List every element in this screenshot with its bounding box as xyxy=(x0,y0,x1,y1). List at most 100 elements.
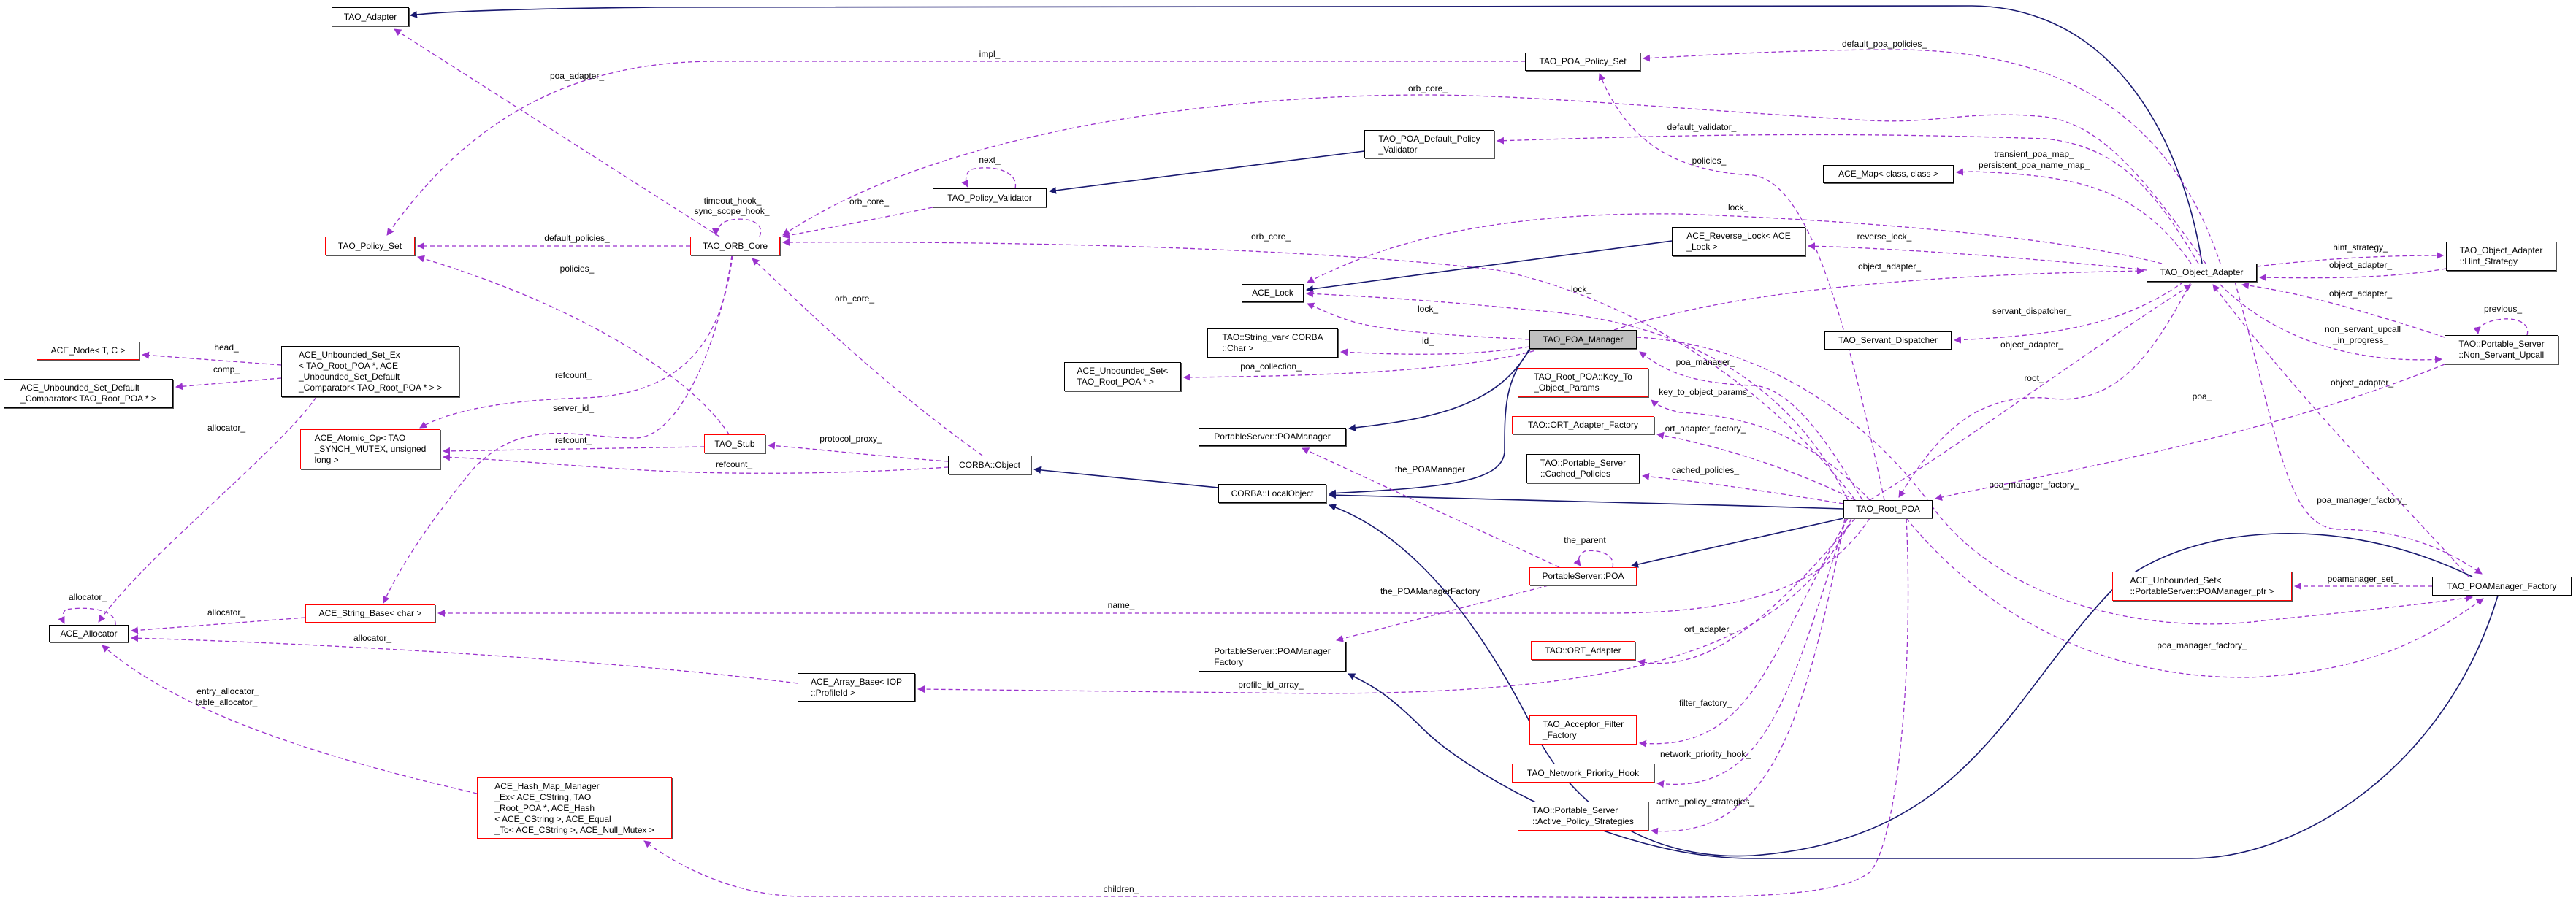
usage-edge-tao-object-adapter-to-tao-orb-core xyxy=(782,94,2206,264)
class-node-label: TAO_ORB_Core xyxy=(702,240,768,251)
edge-label: persistent_poa_name_map_ xyxy=(1979,160,2090,170)
edge-label: lock_ xyxy=(1418,304,1438,314)
class-node-corba-localobject[interactable]: CORBA::LocalObject xyxy=(1218,484,1326,503)
class-node-label: ACE_Hash_Map_Manager _Ex< ACE_CString, T… xyxy=(494,780,654,835)
edge-label: comp_ xyxy=(213,364,240,374)
class-node-tao-adapter[interactable]: TAO_Adapter xyxy=(332,7,409,26)
usage-edge-ace-array-base-to-ace-allocator xyxy=(131,634,798,684)
class-node-tao-poa-policy-set[interactable]: TAO_POA_Policy_Set xyxy=(1525,53,1640,71)
class-node-tao-orb-core[interactable]: TAO_ORB_Core xyxy=(690,237,780,255)
inheritance-edge-tao-poa-manager-to-portableserver-poamanager xyxy=(1348,348,1530,431)
edge-label: poamanager_set_ xyxy=(2328,574,2399,584)
edge-label: entry_allocator_ xyxy=(196,686,259,696)
edge-label: poa_adapter_ xyxy=(550,71,604,81)
class-node-tao-policy-set[interactable]: TAO_Policy_Set xyxy=(325,237,415,255)
class-node-tao-root-poa[interactable]: TAO_Root_POA xyxy=(1843,500,1933,518)
edge-label: refcount_ xyxy=(716,459,752,469)
class-node-ace-reverse-lock[interactable]: ACE_Reverse_Lock< ACE _Lock > xyxy=(1672,227,1805,256)
class-node-label: TAO::String_var< CORBA ::Char > xyxy=(1222,332,1323,353)
class-node-ace-map[interactable]: ACE_Map< class, class > xyxy=(1823,165,1954,183)
class-node-label: ACE_Allocator xyxy=(60,628,118,639)
usage-edge-tao-root-poa-to-ace-array-base xyxy=(917,518,1852,694)
usage-edge-tao-object-adapter-to-tao-root-poa xyxy=(1898,281,2192,498)
class-node-label: TAO_Policy_Set xyxy=(337,240,402,251)
edge-label: root_ xyxy=(2024,373,2044,383)
class-node-tao-stub[interactable]: TAO_Stub xyxy=(704,434,765,453)
class-node-ace-node[interactable]: ACE_Node< T, C > xyxy=(37,342,139,360)
class-node-ace-lock[interactable]: ACE_Lock xyxy=(1242,284,1304,302)
class-node-portableserver-poamanager[interactable]: PortableServer::POAManager xyxy=(1199,428,1346,446)
usage-edge-non-servant-upcall-to-tao-object-adapter xyxy=(2241,282,2445,338)
class-node-ace-allocator[interactable]: ACE_Allocator xyxy=(49,625,129,642)
class-node-ort-adapter[interactable]: TAO::ORT_Adapter xyxy=(1531,641,1635,660)
edge-label: allocator_ xyxy=(207,423,245,433)
class-node-ace-unbounded-set-poamanager-ptr[interactable]: ACE_Unbounded_Set< ::PortableServer::POA… xyxy=(2112,572,2292,601)
class-node-label: TAO_Network_Priority_Hook xyxy=(1526,767,1640,778)
edge-label: object_adapter_ xyxy=(2000,339,2063,350)
class-node-cached-policies[interactable]: TAO::Portable_Server ::Cached_Policies xyxy=(1526,454,1640,483)
edge-label: lock_ xyxy=(1571,284,1591,294)
edge-label: table_allocator_ xyxy=(196,697,258,707)
edge-label: hint_strategy_ xyxy=(2333,242,2388,253)
inheritance-edge-tao-root-poa-to-portableserver-poa xyxy=(1631,518,1844,568)
class-node-active-policy-strategies[interactable]: TAO::Portable_Server ::Active_Policy_Str… xyxy=(1518,802,1648,831)
usage-edge-tao-root-poa-to-tao-poamanager-factory xyxy=(1906,518,2484,678)
edge-label: sync_scope_hook_ xyxy=(695,206,770,216)
inheritance-edge-tao-poa-default-policy-validator-to-tao-policy-validator xyxy=(1049,150,1365,194)
usage-edge-tao-object-adapter-to-ace-map xyxy=(1956,168,2192,264)
inheritance-edge-ace-reverse-lock-to-ace-lock xyxy=(1306,240,1673,293)
edge-label: the_POAManager xyxy=(1395,464,1465,474)
edge-label: poa_collection_ xyxy=(1240,361,1302,372)
edge-label: orb_core_ xyxy=(849,196,889,207)
class-node-ace-array-base[interactable]: ACE_Array_Base< IOP ::ProfileId > xyxy=(798,673,915,702)
class-node-label: TAO_Object_Adapter xyxy=(2160,267,2244,277)
class-node-label: ACE_Map< class, class > xyxy=(1838,169,1938,179)
usage-edge-tao-policy-validator-to-tao-policy-validator xyxy=(961,167,1016,189)
class-node-label: PortableServer::POAManager xyxy=(1214,431,1331,442)
class-node-label: TAO_POA_Manager xyxy=(1543,334,1624,345)
class-node-label: TAO_POA_Policy_Set xyxy=(1539,56,1627,66)
class-node-label: ACE_Unbounded_Set_Ex < TAO_Root_POA *, A… xyxy=(299,350,442,393)
class-node-acceptor-filter-factory[interactable]: TAO_Acceptor_Filter _Factory xyxy=(1529,715,1637,745)
inheritance-edge-tao-root-poa-to-corba-localobject xyxy=(1329,491,1844,510)
class-node-ort-adapter-factory[interactable]: TAO::ORT_Adapter_Factory xyxy=(1512,416,1654,434)
usage-edge-tao-orb-core-to-ace-atomic-op xyxy=(419,255,733,429)
edge-label: ort_adapter_factory_ xyxy=(1665,423,1746,434)
class-node-key-to-object-params[interactable]: TAO_Root_POA::Key_To _Object_Params xyxy=(1518,368,1648,397)
class-node-tao-poa-default-policy-validator[interactable]: TAO_POA_Default_Policy _Validator xyxy=(1364,130,1494,158)
class-node-ace-atomic-op[interactable]: ACE_Atomic_Op< TAO _SYNCH_MUTEX, unsigne… xyxy=(300,429,440,469)
edge-label: orb_core_ xyxy=(835,293,874,304)
edge-label: key_to_object_params_ xyxy=(1659,387,1752,397)
class-node-tao-object-adapter[interactable]: TAO_Object_Adapter xyxy=(2147,264,2257,282)
edge-label: allocator_ xyxy=(207,607,245,618)
class-node-ace-unbounded-set-root-poa[interactable]: ACE_Unbounded_Set< TAO_Root_POA * > xyxy=(1064,362,1181,391)
class-node-ace-unbounded-set-ex[interactable]: ACE_Unbounded_Set_Ex < TAO_Root_POA *, A… xyxy=(281,346,459,397)
edge-label: lock_ xyxy=(1728,202,1748,212)
class-node-portableserver-poa[interactable]: PortableServer::POA xyxy=(1529,567,1637,585)
class-node-tao-string-var[interactable]: TAO::String_var< CORBA ::Char > xyxy=(1207,328,1338,358)
edge-label: refcount_ xyxy=(555,370,592,380)
usage-edge-non-servant-upcall-to-tao-root-poa xyxy=(1935,364,2445,501)
class-node-tao-servant-dispatcher[interactable]: TAO_Servant_Dispatcher xyxy=(1824,331,1952,350)
class-node-network-priority-hook[interactable]: TAO_Network_Priority_Hook xyxy=(1512,764,1654,783)
usage-edge-tao-object-adapter-to-tao-poa-policy-set xyxy=(1643,49,2221,264)
class-node-ace-unbounded-set-default-comparator[interactable]: ACE_Unbounded_Set_Default _Comparator< T… xyxy=(4,379,173,408)
class-node-hint-strategy[interactable]: TAO_Object_Adapter ::Hint_Strategy xyxy=(2446,242,2556,271)
class-node-tao-policy-validator[interactable]: TAO_Policy_Validator xyxy=(933,188,1047,207)
usage-edge-tao-root-poa-to-ace-string-base xyxy=(437,518,1870,617)
usage-edge-tao-policy-validator-to-tao-orb-core xyxy=(782,207,933,239)
edge-label: timeout_hook_ xyxy=(704,196,762,206)
usage-edge-tao-object-adapter-to-non-servant-upcall xyxy=(2220,284,2442,364)
class-node-portableserver-poamanager-factory[interactable]: PortableServer::POAManager Factory xyxy=(1199,642,1346,672)
edge-label: active_policy_strategies_ xyxy=(1656,796,1754,807)
class-node-corba-object[interactable]: CORBA::Object xyxy=(948,456,1031,474)
edge-label: next_ xyxy=(979,155,1001,165)
class-node-tao-poamanager-factory[interactable]: TAO_POAManager_Factory xyxy=(2432,577,2572,596)
class-node-ace-string-base[interactable]: ACE_String_Base< char > xyxy=(305,604,435,623)
class-node-label: ACE_Unbounded_Set< ::PortableServer::POA… xyxy=(2130,575,2274,596)
usage-edge-tao-poa-manager-to-tao-object-adapter xyxy=(1613,267,2144,331)
class-node-ace-hash-map-manager[interactable]: ACE_Hash_Map_Manager _Ex< ACE_CString, T… xyxy=(477,777,672,839)
class-node-non-servant-upcall[interactable]: TAO::Portable_Server ::Non_Servant_Upcal… xyxy=(2445,335,2558,364)
usage-edge-tao-root-poa-to-ace-lock xyxy=(1306,290,1849,501)
